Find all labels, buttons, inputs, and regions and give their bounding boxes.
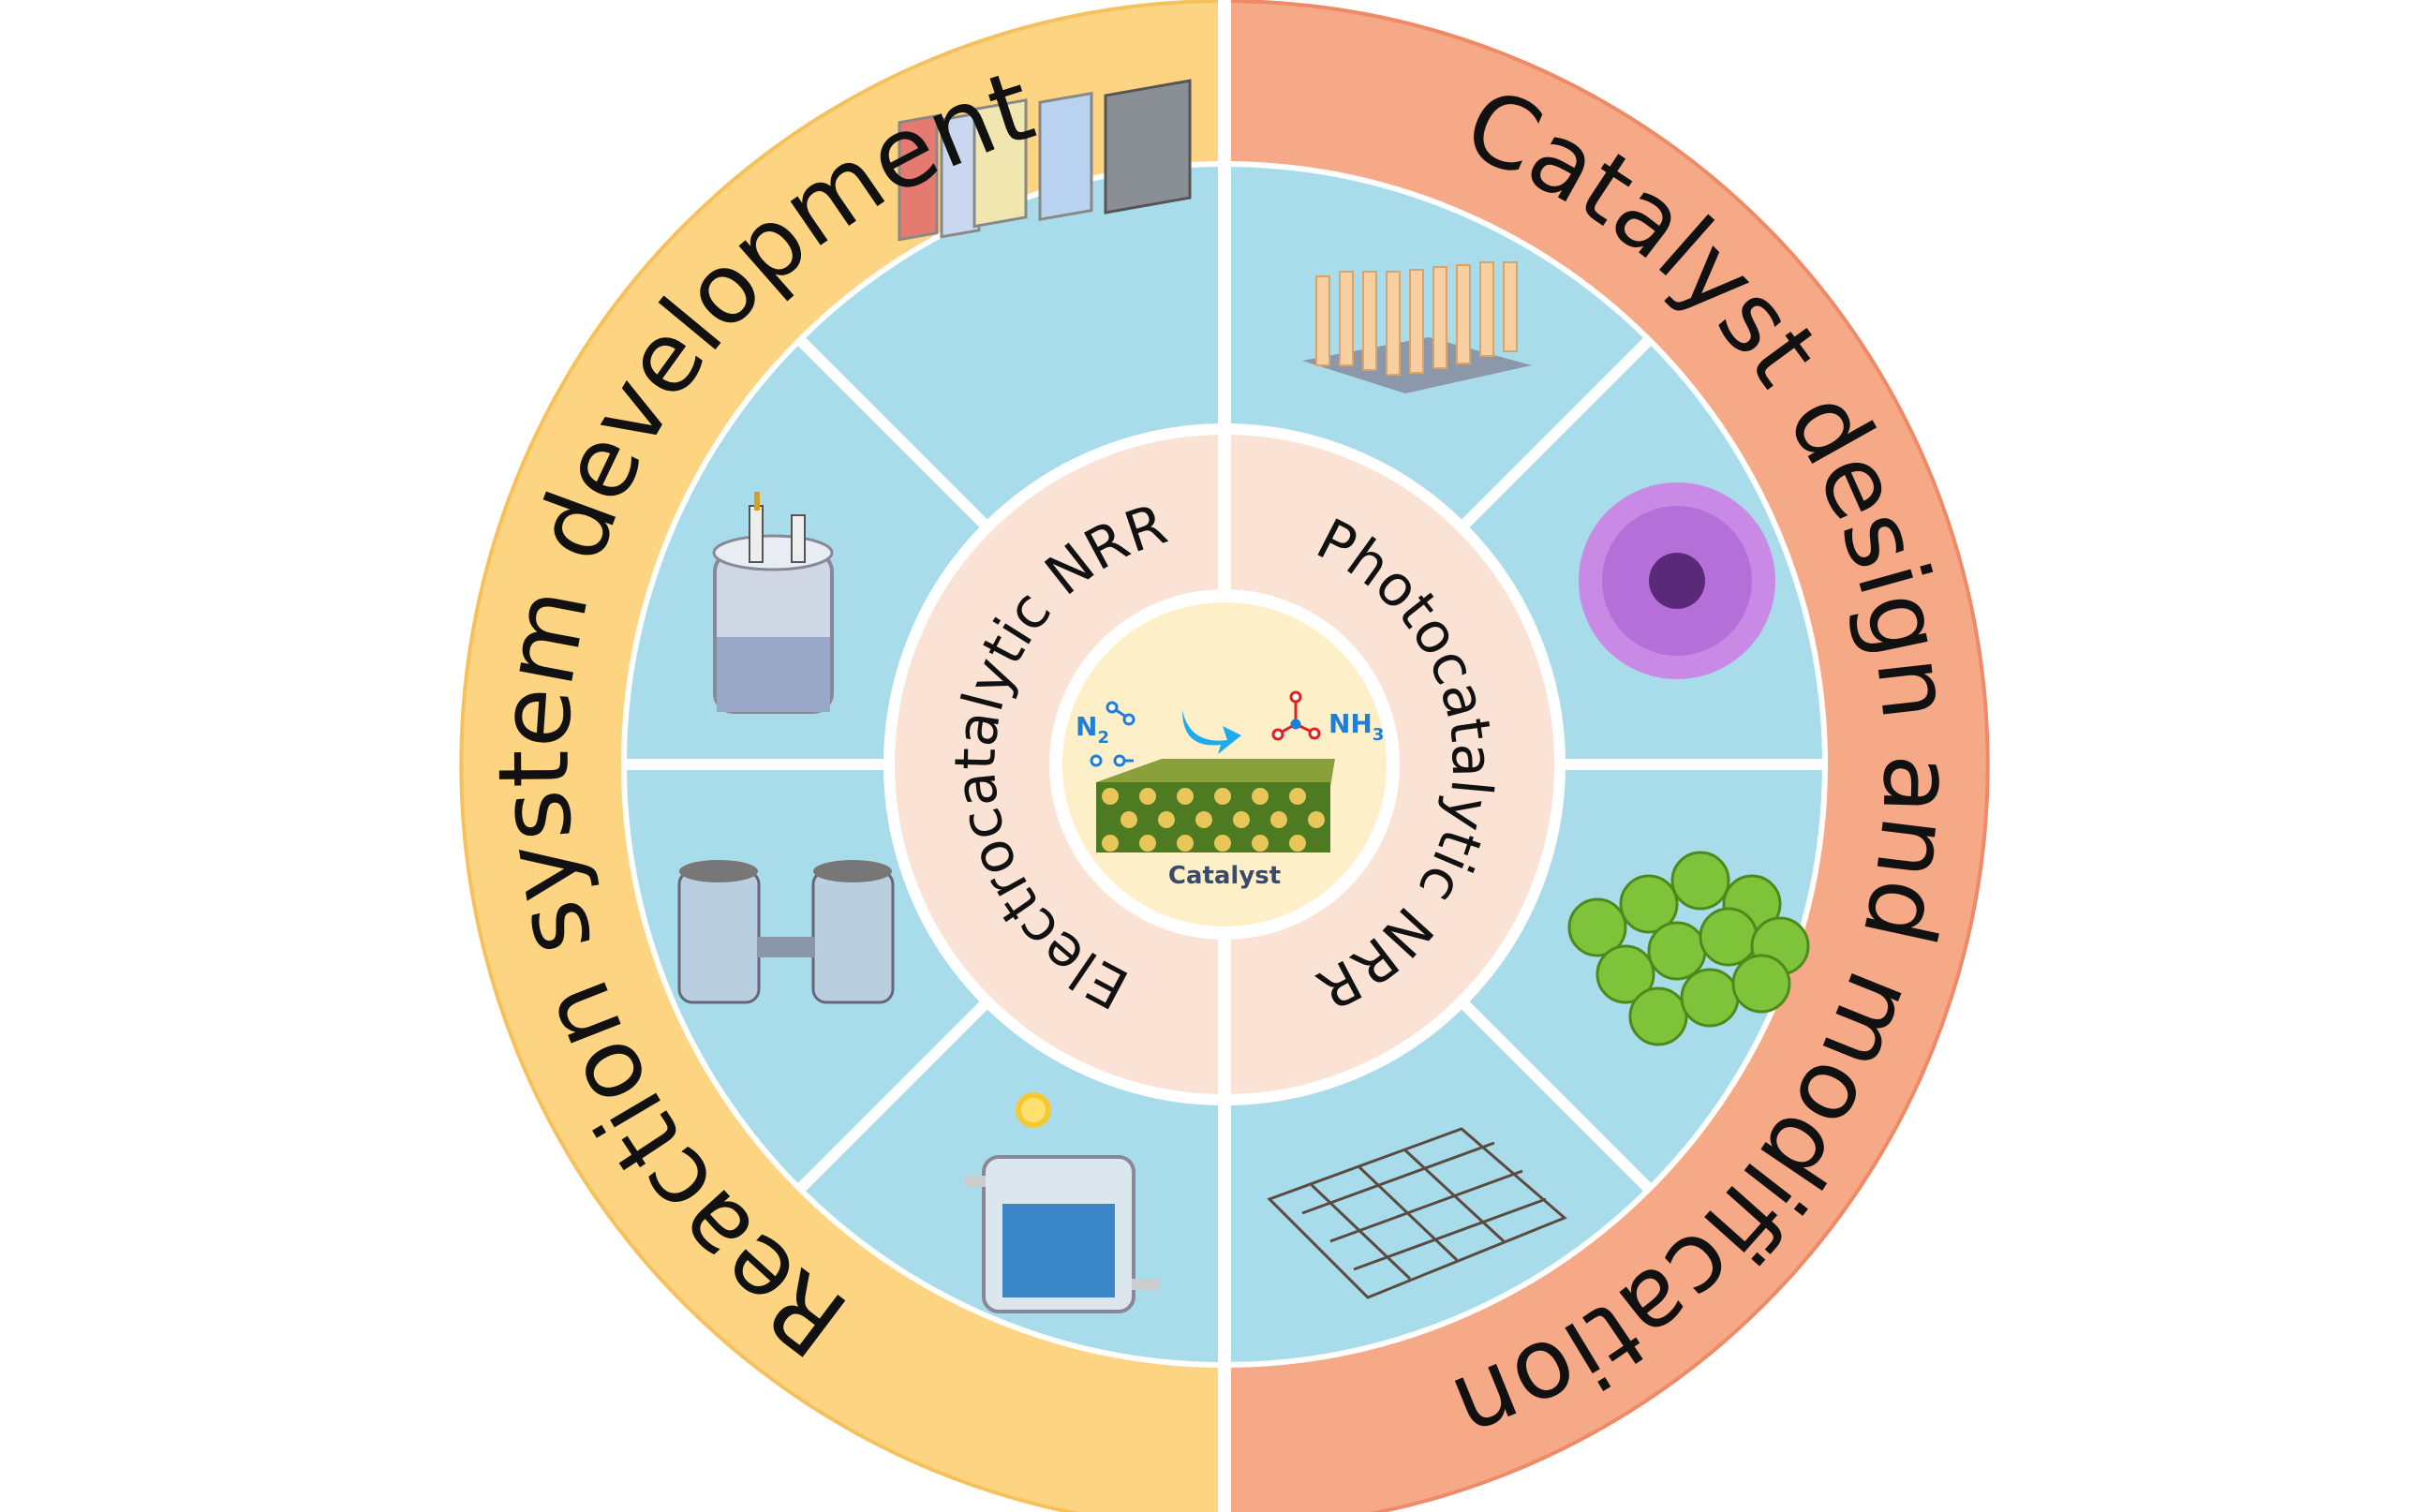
reactant-label: N2 <box>1076 711 1109 748</box>
product-label: NH3 <box>1328 708 1384 745</box>
nanoparticle-cluster-icon <box>1567 851 1810 1046</box>
2d-sheet-icon <box>1267 1127 1567 1299</box>
catalyst-caption: Catalyst <box>1168 862 1281 890</box>
nh3-molecule-icon <box>1271 690 1321 741</box>
n2-molecule-icon <box>1090 701 1135 767</box>
flow-cell-stack-icon <box>898 79 1192 242</box>
photo-electrochemical-cell-icon <box>965 1092 1160 1313</box>
nanorod-array-icon <box>1302 261 1532 393</box>
single-chamber-cell-icon <box>712 492 834 714</box>
nanoflower-icon <box>1579 482 1775 679</box>
reaction-arrow-icon <box>1182 710 1241 754</box>
h-type-cell-icon <box>677 860 895 1004</box>
catalyst-slab-icon <box>1096 759 1335 852</box>
